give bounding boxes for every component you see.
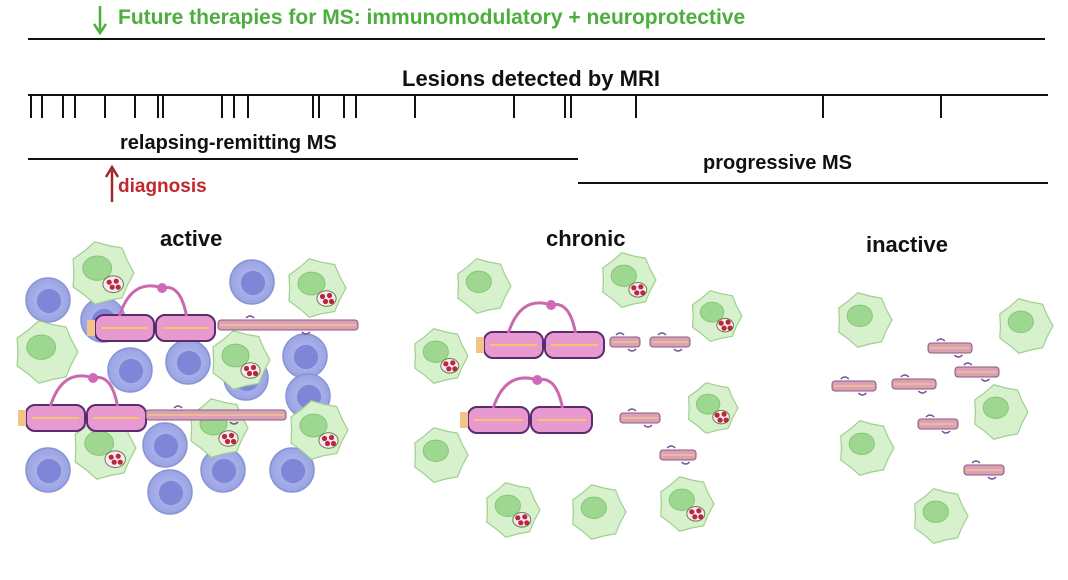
- damaged-axon-icon: [954, 362, 1000, 382]
- damaged-axon-icon: [963, 460, 1005, 480]
- green-down-arrow-icon: [92, 6, 108, 36]
- damaged-axon-icon: [927, 338, 973, 358]
- lymphocyte-icon: [147, 469, 193, 515]
- lymphocyte-icon: [25, 277, 71, 323]
- relapsing-remitting-label: relapsing-remitting MS: [120, 132, 337, 154]
- active-lesion-label: active: [160, 226, 223, 251]
- neuron-icon: [476, 300, 605, 359]
- microglia-icon: [190, 398, 249, 458]
- microglia-icon: [840, 420, 895, 476]
- damaged-axon-icon: [609, 332, 641, 352]
- chronic-lesion-label: chronic: [546, 226, 626, 251]
- lymphocyte-icon: [229, 259, 275, 305]
- cell-layer: [16, 241, 1054, 544]
- microglia-icon: [486, 482, 541, 538]
- damaged-axon-icon: [831, 376, 877, 396]
- mri-title: Lesions detected by MRI: [402, 66, 660, 91]
- damaged-axon-icon: [145, 405, 287, 425]
- microglia-icon: [288, 258, 347, 318]
- damaged-axon-icon: [217, 315, 359, 335]
- damaged-axon-icon: [619, 408, 661, 428]
- damaged-axon-icon: [649, 332, 691, 352]
- damaged-axon-icon: [659, 445, 697, 465]
- microglia-icon: [457, 258, 512, 314]
- progressive-label: progressive MS: [703, 152, 852, 174]
- microglia-icon: [414, 427, 469, 483]
- microglia-icon: [660, 476, 715, 532]
- microglia-icon: [974, 384, 1029, 440]
- therapy-title: Future therapies for MS: immunomodulator…: [118, 6, 746, 29]
- red-up-arrow-icon: [104, 164, 120, 202]
- microglia-icon: [602, 252, 657, 308]
- neuron-icon: [87, 283, 216, 342]
- neuron-icon: [460, 375, 593, 434]
- lesion-ticks: [30, 95, 942, 118]
- microglia-icon: [290, 400, 349, 460]
- lymphocyte-icon: [142, 422, 188, 468]
- diagnosis-label: diagnosis: [118, 176, 207, 197]
- inactive-lesion-label: inactive: [866, 232, 948, 257]
- microglia-icon: [914, 488, 969, 544]
- lymphocyte-icon: [282, 333, 328, 379]
- damaged-axon-icon: [917, 414, 959, 434]
- lymphocyte-icon: [25, 447, 71, 493]
- microglia-icon: [74, 416, 137, 480]
- microglia-icon: [999, 298, 1054, 354]
- microglia-icon: [691, 290, 743, 342]
- microglia-icon: [687, 382, 739, 434]
- microglia-icon: [572, 484, 627, 540]
- microglia-icon: [212, 330, 271, 390]
- lymphocyte-icon: [269, 447, 315, 493]
- microglia-icon: [414, 328, 469, 384]
- neuron-icon: [18, 373, 147, 432]
- microglia-icon: [72, 241, 135, 305]
- damaged-axon-icon: [891, 374, 937, 394]
- microglia-icon: [16, 320, 79, 384]
- lymphocyte-icon: [165, 339, 211, 385]
- microglia-icon: [838, 292, 893, 348]
- lymphocyte-icon: [107, 347, 153, 393]
